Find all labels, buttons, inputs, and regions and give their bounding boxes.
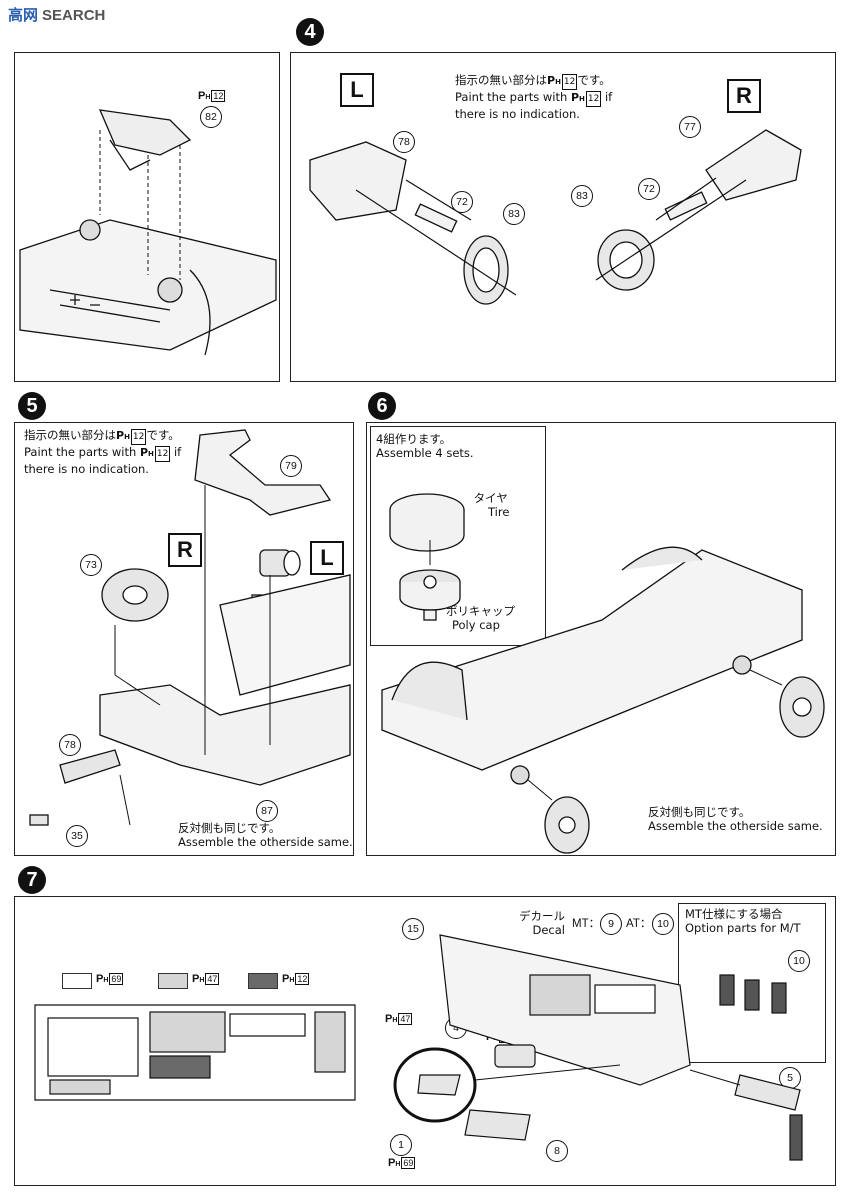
step5-right-badge: R [168, 533, 202, 567]
step4-number: 4 [296, 18, 324, 46]
step4-part-83-right: 83 [571, 185, 593, 207]
step7-part-8: 8 [546, 1140, 568, 1162]
step4-part-72-right: 72 [638, 178, 660, 200]
step5-paint-en: Paint the parts with [24, 445, 137, 459]
step7-decal-label: デカール Decal [519, 909, 565, 937]
step5-number: 5 [18, 392, 46, 420]
step5-part-73: 73 [80, 554, 102, 576]
step7-decal-en: Decal [532, 923, 566, 937]
step5-part-35: 35 [66, 825, 88, 847]
step7-part-1: 1 [390, 1134, 412, 1156]
step4-paint-en: Paint the parts with [455, 90, 568, 104]
step5-paint-jp: 指示の無い部分は [24, 428, 116, 442]
step7-number: 7 [18, 866, 46, 894]
step4-part-83-left: 83 [503, 203, 525, 225]
step3-chassis-drawing [19, 109, 277, 356]
step7-decal-jp: デカール [519, 909, 565, 923]
step7-part-9: 9 [600, 913, 622, 935]
step5-paint-en2: there is no indication. [24, 462, 149, 476]
step6-polycap-label: ポリキャップ Poly cap [446, 604, 515, 632]
step6-wheel-chassis-drawing [381, 493, 825, 854]
step6-tire-label: タイヤ Tire [473, 491, 510, 519]
step4-paint-jp: 指示の無い部分は [455, 73, 547, 87]
step7-part-15: 15 [402, 918, 424, 940]
step5-part-79: 79 [280, 455, 302, 477]
swatch-dark [248, 973, 278, 989]
step4-part-72-left: 72 [451, 191, 473, 213]
step4-axle-drawing [309, 129, 802, 305]
step4-right-badge: R [727, 79, 761, 113]
step7-part-10-decal: 10 [652, 913, 674, 935]
step7-option-note: MT仕様にする場合 Option parts for M/T [685, 907, 801, 935]
step4-part-78: 78 [393, 131, 415, 153]
step7-at-label: AT： [626, 918, 652, 930]
step4-paint-en2: there is no indication. [455, 107, 580, 121]
step4-part-77: 77 [679, 116, 701, 138]
step5-left-badge: L [310, 541, 344, 575]
step5-part-78: 78 [59, 734, 81, 756]
swatch-white [62, 973, 92, 989]
step6-same-side-note: 反対側も同じです。 Assemble the otherside same. [648, 805, 823, 833]
step5-same-side-note: 反対側も同じです。 Assemble the otherside same. [178, 821, 353, 849]
step7-mt-label: MT： [572, 918, 601, 930]
swatch-gray [158, 973, 188, 989]
step7-dashboard-assembly-drawing [393, 934, 803, 1161]
step7-dashboard-front-drawing [34, 1004, 356, 1101]
step6-number: 6 [368, 392, 396, 420]
step3-part-82: 82 [200, 106, 222, 128]
step7-part-10-option: 10 [788, 950, 810, 972]
watermark-brand: 高网 [8, 7, 39, 24]
step6-sets-note: 4組作ります。 Assemble 4 sets. [376, 432, 474, 460]
watermark-search: SEARCH [42, 7, 106, 24]
step5-suspension-drawing [29, 429, 351, 826]
step5-part-87: 87 [256, 800, 278, 822]
step4-left-badge: L [340, 73, 374, 107]
